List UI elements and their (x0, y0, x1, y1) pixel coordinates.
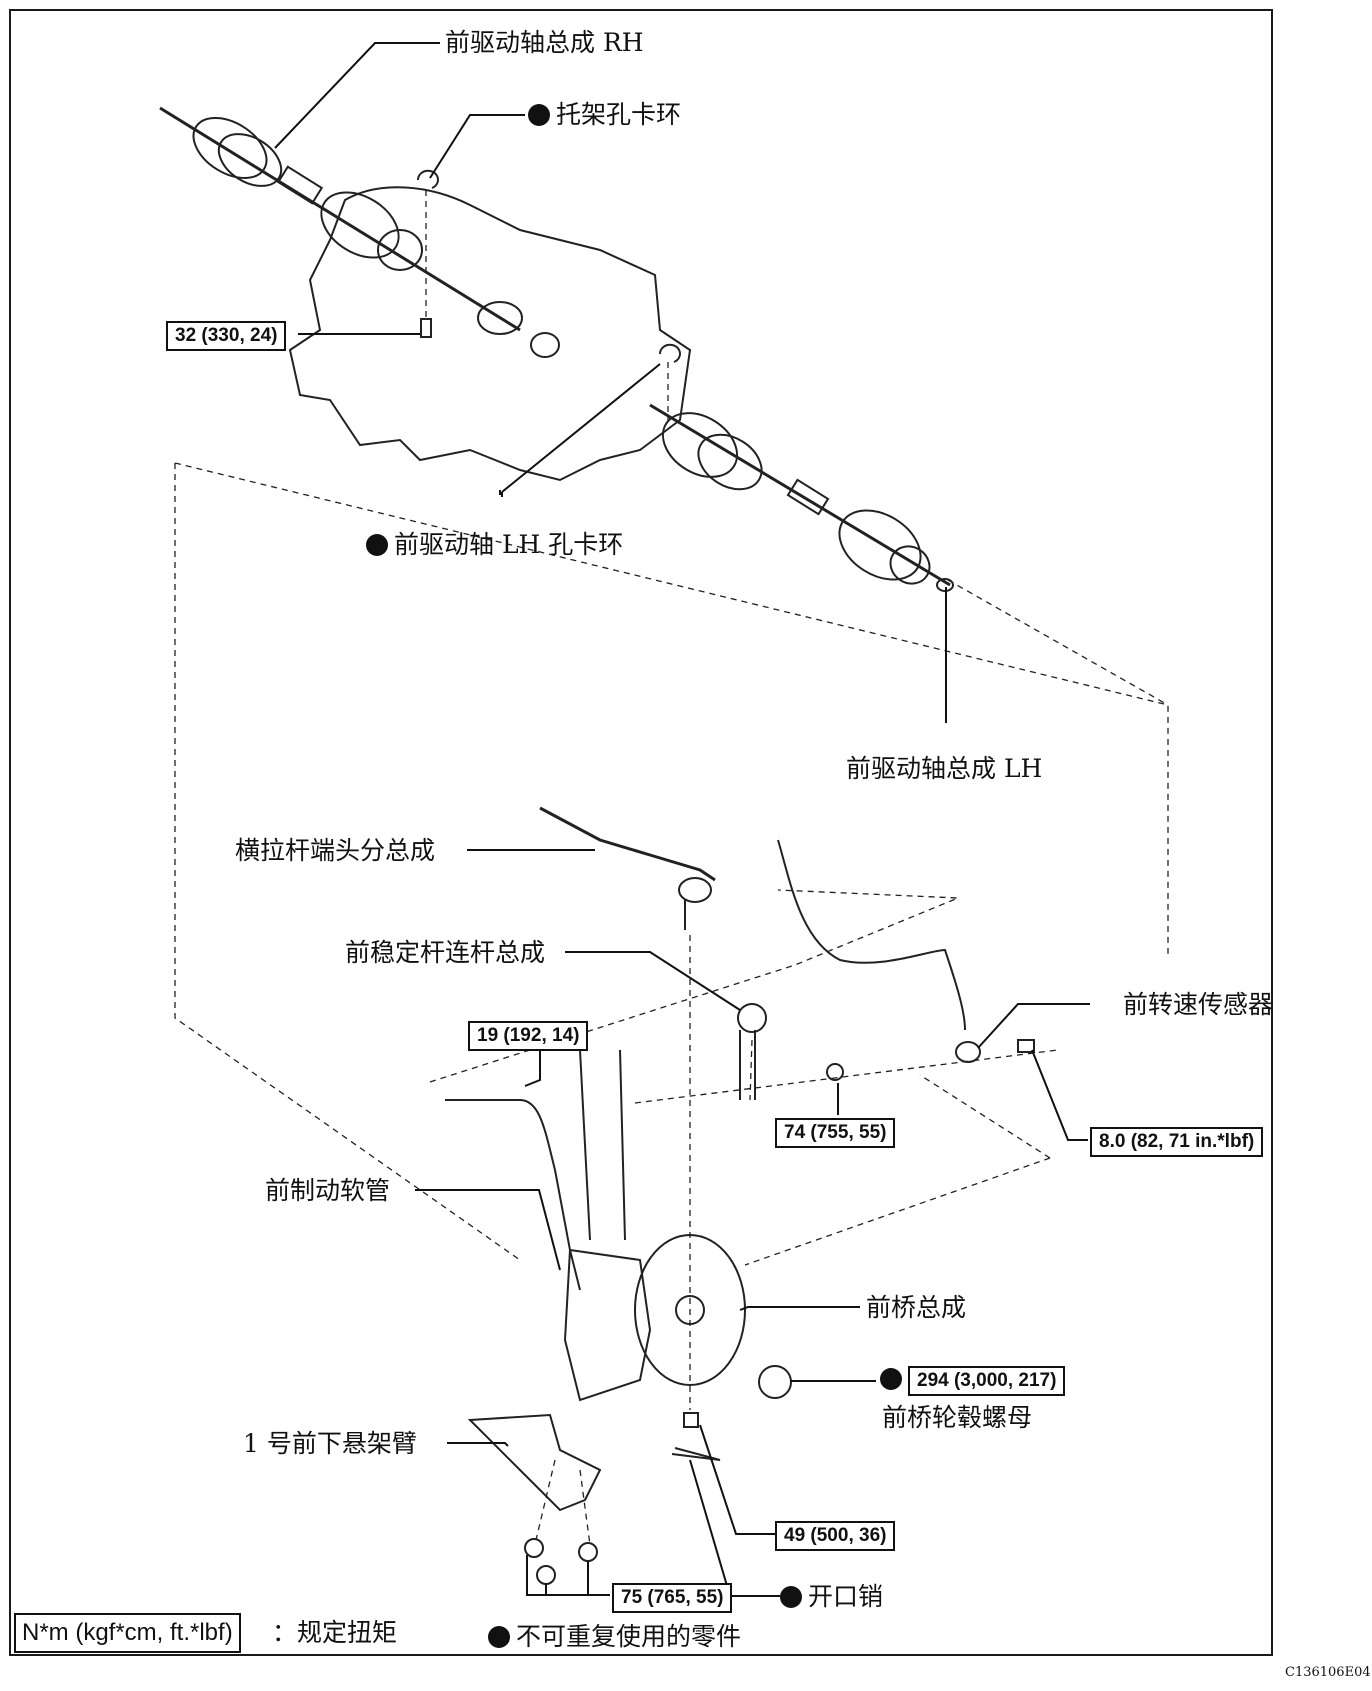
legend-non-reusable: 不可重复使用的零件 (488, 1624, 741, 1649)
label-lh-snap-ring: 前驱动轴 LH 孔卡环 (366, 532, 623, 557)
label-hub-nut: 前桥轮毂螺母 (882, 1403, 1033, 1432)
speed-sensor-harness (777, 839, 966, 1031)
torque-lower-arm-bolts: 75 (765, 55) (612, 1583, 733, 1613)
torque-tie-rod-nut: 49 (500, 36) (775, 1521, 896, 1551)
non-reusable-dot-icon (488, 1626, 510, 1648)
torque-hub-nut: 294 (3,000, 217) (908, 1366, 1066, 1396)
label-lh-shaft: 前驱动轴总成 LH (846, 754, 1043, 783)
stabilizer-link (739, 1030, 756, 1100)
non-reusable-dot-icon (780, 1586, 802, 1608)
label-brake-hose: 前制动软管 (265, 1176, 391, 1205)
label-axle-assembly: 前桥总成 (866, 1293, 967, 1322)
non-reusable-dot-icon (528, 104, 550, 126)
rh-drive-shaft (159, 106, 560, 358)
transaxle-outline (288, 186, 692, 482)
torque-stabilizer-nut: 74 (755, 55) (775, 1118, 896, 1148)
lh-drive-shaft (649, 403, 954, 592)
label-stabilizer-link: 前稳定杆连杆总成 (345, 938, 546, 967)
legend-torque-text: ：规定扭矩 (272, 1618, 398, 1647)
label-rh-shaft: 前驱动轴总成 RH (445, 28, 644, 57)
label-cotter-pin: 开口销 (780, 1584, 883, 1609)
diagram-frame (9, 9, 1273, 1656)
torque-stabilizer-bolt: 19 (192, 14) (468, 1021, 589, 1051)
strut (579, 1049, 626, 1241)
non-reusable-dot-icon (880, 1368, 902, 1390)
tie-rod (539, 806, 716, 882)
non-reusable-dot-icon (366, 534, 388, 556)
brake-hose (445, 1099, 581, 1291)
label-bracket-snap-ring: 托架孔卡环 (528, 102, 681, 127)
torque-sensor-bolt: 8.0 (82, 71 in.*lbf) (1090, 1127, 1264, 1157)
label-speed-sensor: 前转速传感器 (1123, 990, 1274, 1019)
torque-bracket-bolt: 32 (330, 24) (166, 321, 287, 351)
figure-code: C136106E04 (1285, 1665, 1371, 1680)
lower-arm-drawing (467, 1413, 602, 1512)
hub-nut-torque-row (880, 1366, 908, 1391)
label-tie-rod-end: 横拉杆端头分总成 (235, 836, 436, 865)
knuckle (563, 1248, 652, 1402)
hub-nut-drawing (758, 1365, 792, 1399)
legend-torque-box: N*m (kgf*cm, ft.*lbf) (14, 1613, 241, 1653)
label-lower-arm: 1 号前下悬架臂 (243, 1429, 417, 1458)
